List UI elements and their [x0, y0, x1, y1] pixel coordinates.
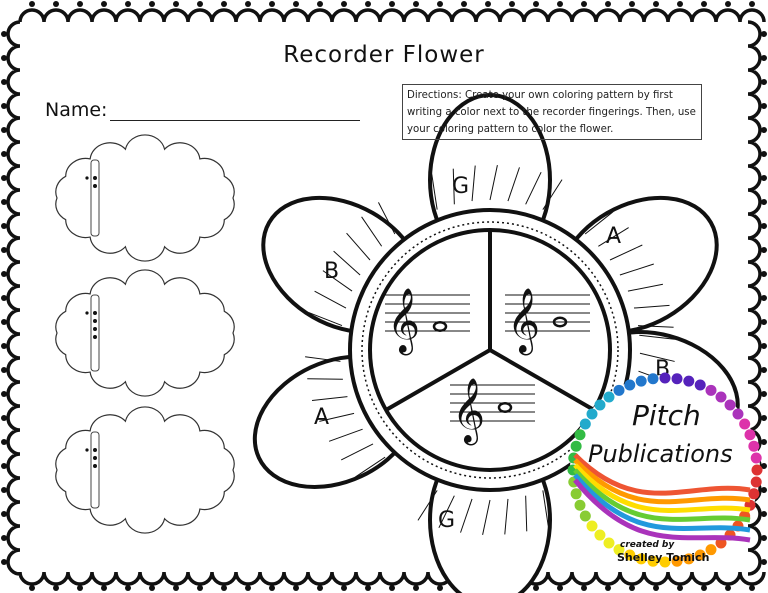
whole-note — [552, 316, 568, 328]
logo-line2: Publications — [588, 440, 733, 468]
logo-author: Shelley Tomich — [617, 551, 709, 564]
name-field[interactable] — [110, 120, 360, 121]
whole-note — [497, 402, 513, 413]
pitch-publications-logo: Pitch Publications created by Shelley To… — [567, 372, 763, 568]
flower-center — [348, 208, 632, 492]
petal-letter: G — [452, 174, 469, 199]
treble-clef-icon: 𝄞 — [387, 288, 420, 355]
petal-letter: A — [314, 405, 329, 430]
music-staff: 𝄞 — [450, 378, 535, 445]
directions-box: Directions: Create your own coloring pat… — [402, 84, 702, 140]
whole-note — [432, 321, 448, 332]
fingering-cloud — [55, 406, 235, 534]
petal-letter: B — [324, 259, 339, 284]
name-label: Name: — [45, 99, 108, 121]
page-title: Recorder Flower — [283, 42, 485, 68]
music-staff: 𝄞 — [505, 288, 590, 355]
logo-line1: Pitch — [632, 399, 701, 432]
logo-credit: created by — [620, 540, 675, 550]
fingering-cloud — [55, 269, 235, 397]
petal-letter: A — [606, 224, 621, 249]
music-staff: 𝄞 — [385, 288, 470, 355]
recorder-icon — [85, 294, 100, 372]
petal-letter: G — [438, 508, 455, 533]
recorder-icon — [85, 431, 100, 509]
fingering-cloud — [55, 134, 235, 262]
recorder-icon — [85, 159, 100, 237]
treble-clef-icon: 𝄞 — [452, 378, 485, 445]
treble-clef-icon: 𝄞 — [507, 288, 540, 355]
